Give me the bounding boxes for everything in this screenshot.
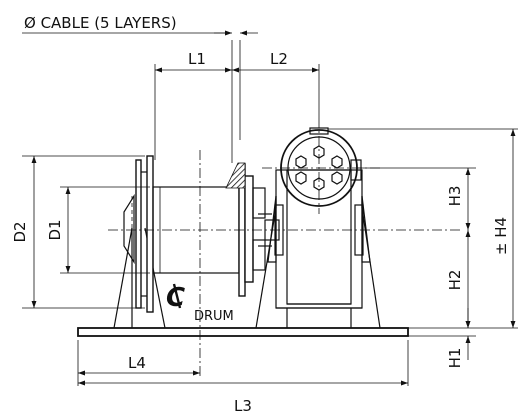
- h3-label: H3: [446, 186, 464, 207]
- l4-label: L4: [128, 354, 146, 372]
- l3-label: L3: [234, 397, 252, 415]
- d2-label: D2: [11, 221, 29, 242]
- centerline-drum-label: DRUM: [194, 309, 234, 324]
- l1-label: L1: [188, 50, 206, 68]
- h4-label: ± H4: [492, 217, 510, 255]
- right-support-frame: [255, 169, 381, 329]
- dimension-lines: [22, 30, 516, 386]
- centerline-drum-marker: C DRUM: [166, 283, 234, 324]
- base-plate: [77, 327, 409, 337]
- wound-cable: [225, 162, 246, 189]
- cable-diameter-label: Ø CABLE (5 LAYERS): [24, 14, 177, 32]
- drum-left-flange: [135, 155, 154, 313]
- h2-label: H2: [446, 270, 464, 291]
- h1-label: H1: [446, 348, 464, 369]
- d1-label: D1: [46, 219, 64, 240]
- gearbox-cover: [280, 127, 362, 207]
- extension-lines: [22, 40, 518, 386]
- center-lines: [108, 118, 462, 378]
- l2-label: L2: [270, 50, 288, 68]
